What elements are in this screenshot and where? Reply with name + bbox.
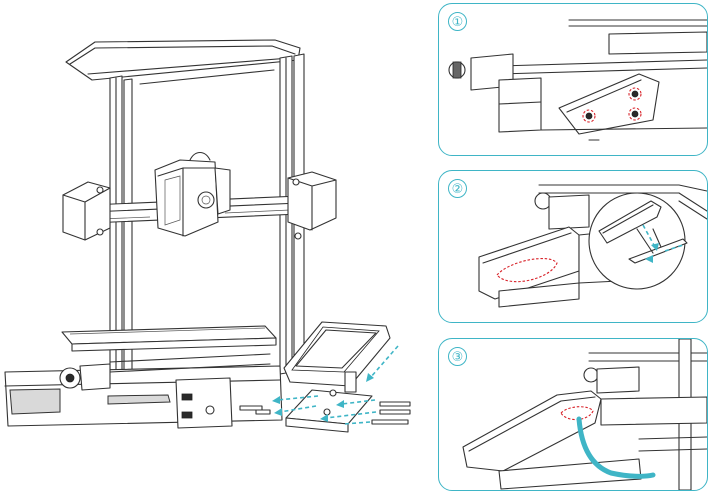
step-2-panel: ② <box>438 170 708 323</box>
step-2-illustration <box>439 171 707 322</box>
top-frame <box>66 40 300 80</box>
step-3-illustration <box>439 339 707 490</box>
display-bracket <box>286 390 372 432</box>
left-z-carriage <box>63 182 110 240</box>
step-3-panel: ③ <box>438 338 708 491</box>
printer-base <box>5 354 282 428</box>
print-head <box>155 153 230 237</box>
step-1-illustration <box>439 4 707 155</box>
printer-illustration <box>0 0 430 494</box>
step-1-panel: ① <box>438 3 708 156</box>
heated-bed <box>62 326 276 351</box>
